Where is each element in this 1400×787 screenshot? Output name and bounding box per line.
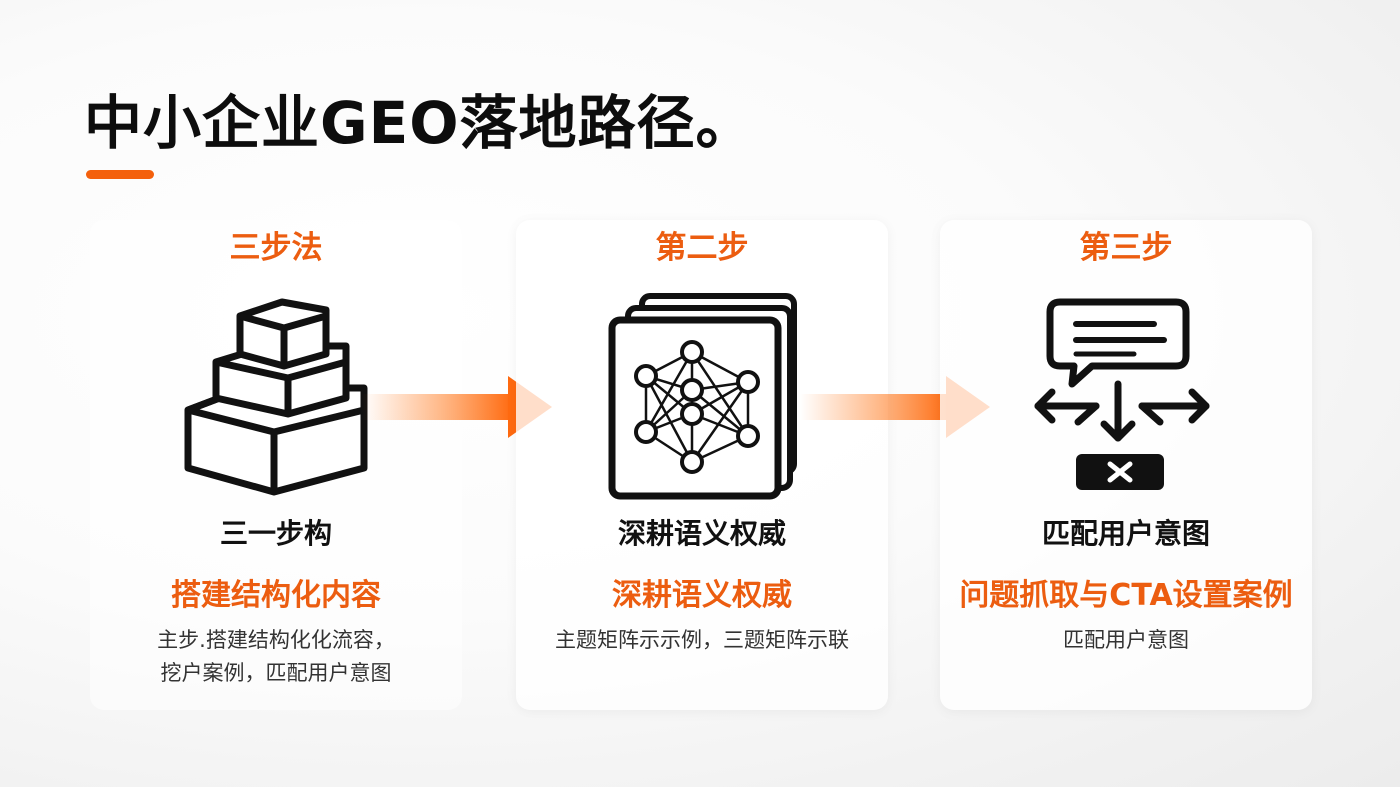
page-title: 中小企业GEO落地路径。 (84, 89, 755, 157)
step-heading: 第三步 (1079, 230, 1173, 266)
step-description: 匹配用户意图 (970, 624, 1282, 657)
step-highlight: 深耕语义权威 (612, 578, 792, 613)
step-heading: 三步法 (229, 230, 323, 266)
step-description: 主题矩阵示示例，三题矩阵示联 (546, 624, 858, 657)
step-description-line: 匹配用户意图 (1063, 628, 1189, 652)
neural-network-icon (608, 293, 797, 500)
chat-intent-routing-icon (1034, 298, 1210, 490)
step-heading: 第二步 (655, 230, 749, 266)
step-subtitle: 匹配用户意图 (1041, 517, 1210, 550)
step-card-2: 第二步 (516, 220, 888, 710)
step-subtitle: 三一步构 (219, 517, 332, 550)
step-card-3: 第三步 匹配用户意图 问题抓取与CTA设置案例 匹配用户意图 (940, 220, 1312, 710)
step-card-1: 三步法 三一步构 搭建结构化内容 主步.搭建结构化化流容， 挖户案例，匹配用户意… (90, 220, 462, 710)
stacked-blocks-icon (184, 298, 368, 496)
step-description-line: 主题矩阵示示例，三题矩阵示联 (555, 628, 849, 652)
step-description-line: 主步.搭建结构化化流容， (157, 628, 395, 652)
step-highlight: 搭建结构化内容 (171, 578, 381, 613)
step-description-line: 挖户案例，匹配用户意图 (160, 661, 392, 685)
step-highlight: 问题抓取与CTA设置案例 (959, 578, 1293, 613)
step-subtitle: 深耕语义权威 (617, 517, 786, 550)
step-description: 主步.搭建结构化化流容， 挖户案例，匹配用户意图 (120, 624, 432, 690)
title-underline (86, 170, 154, 179)
